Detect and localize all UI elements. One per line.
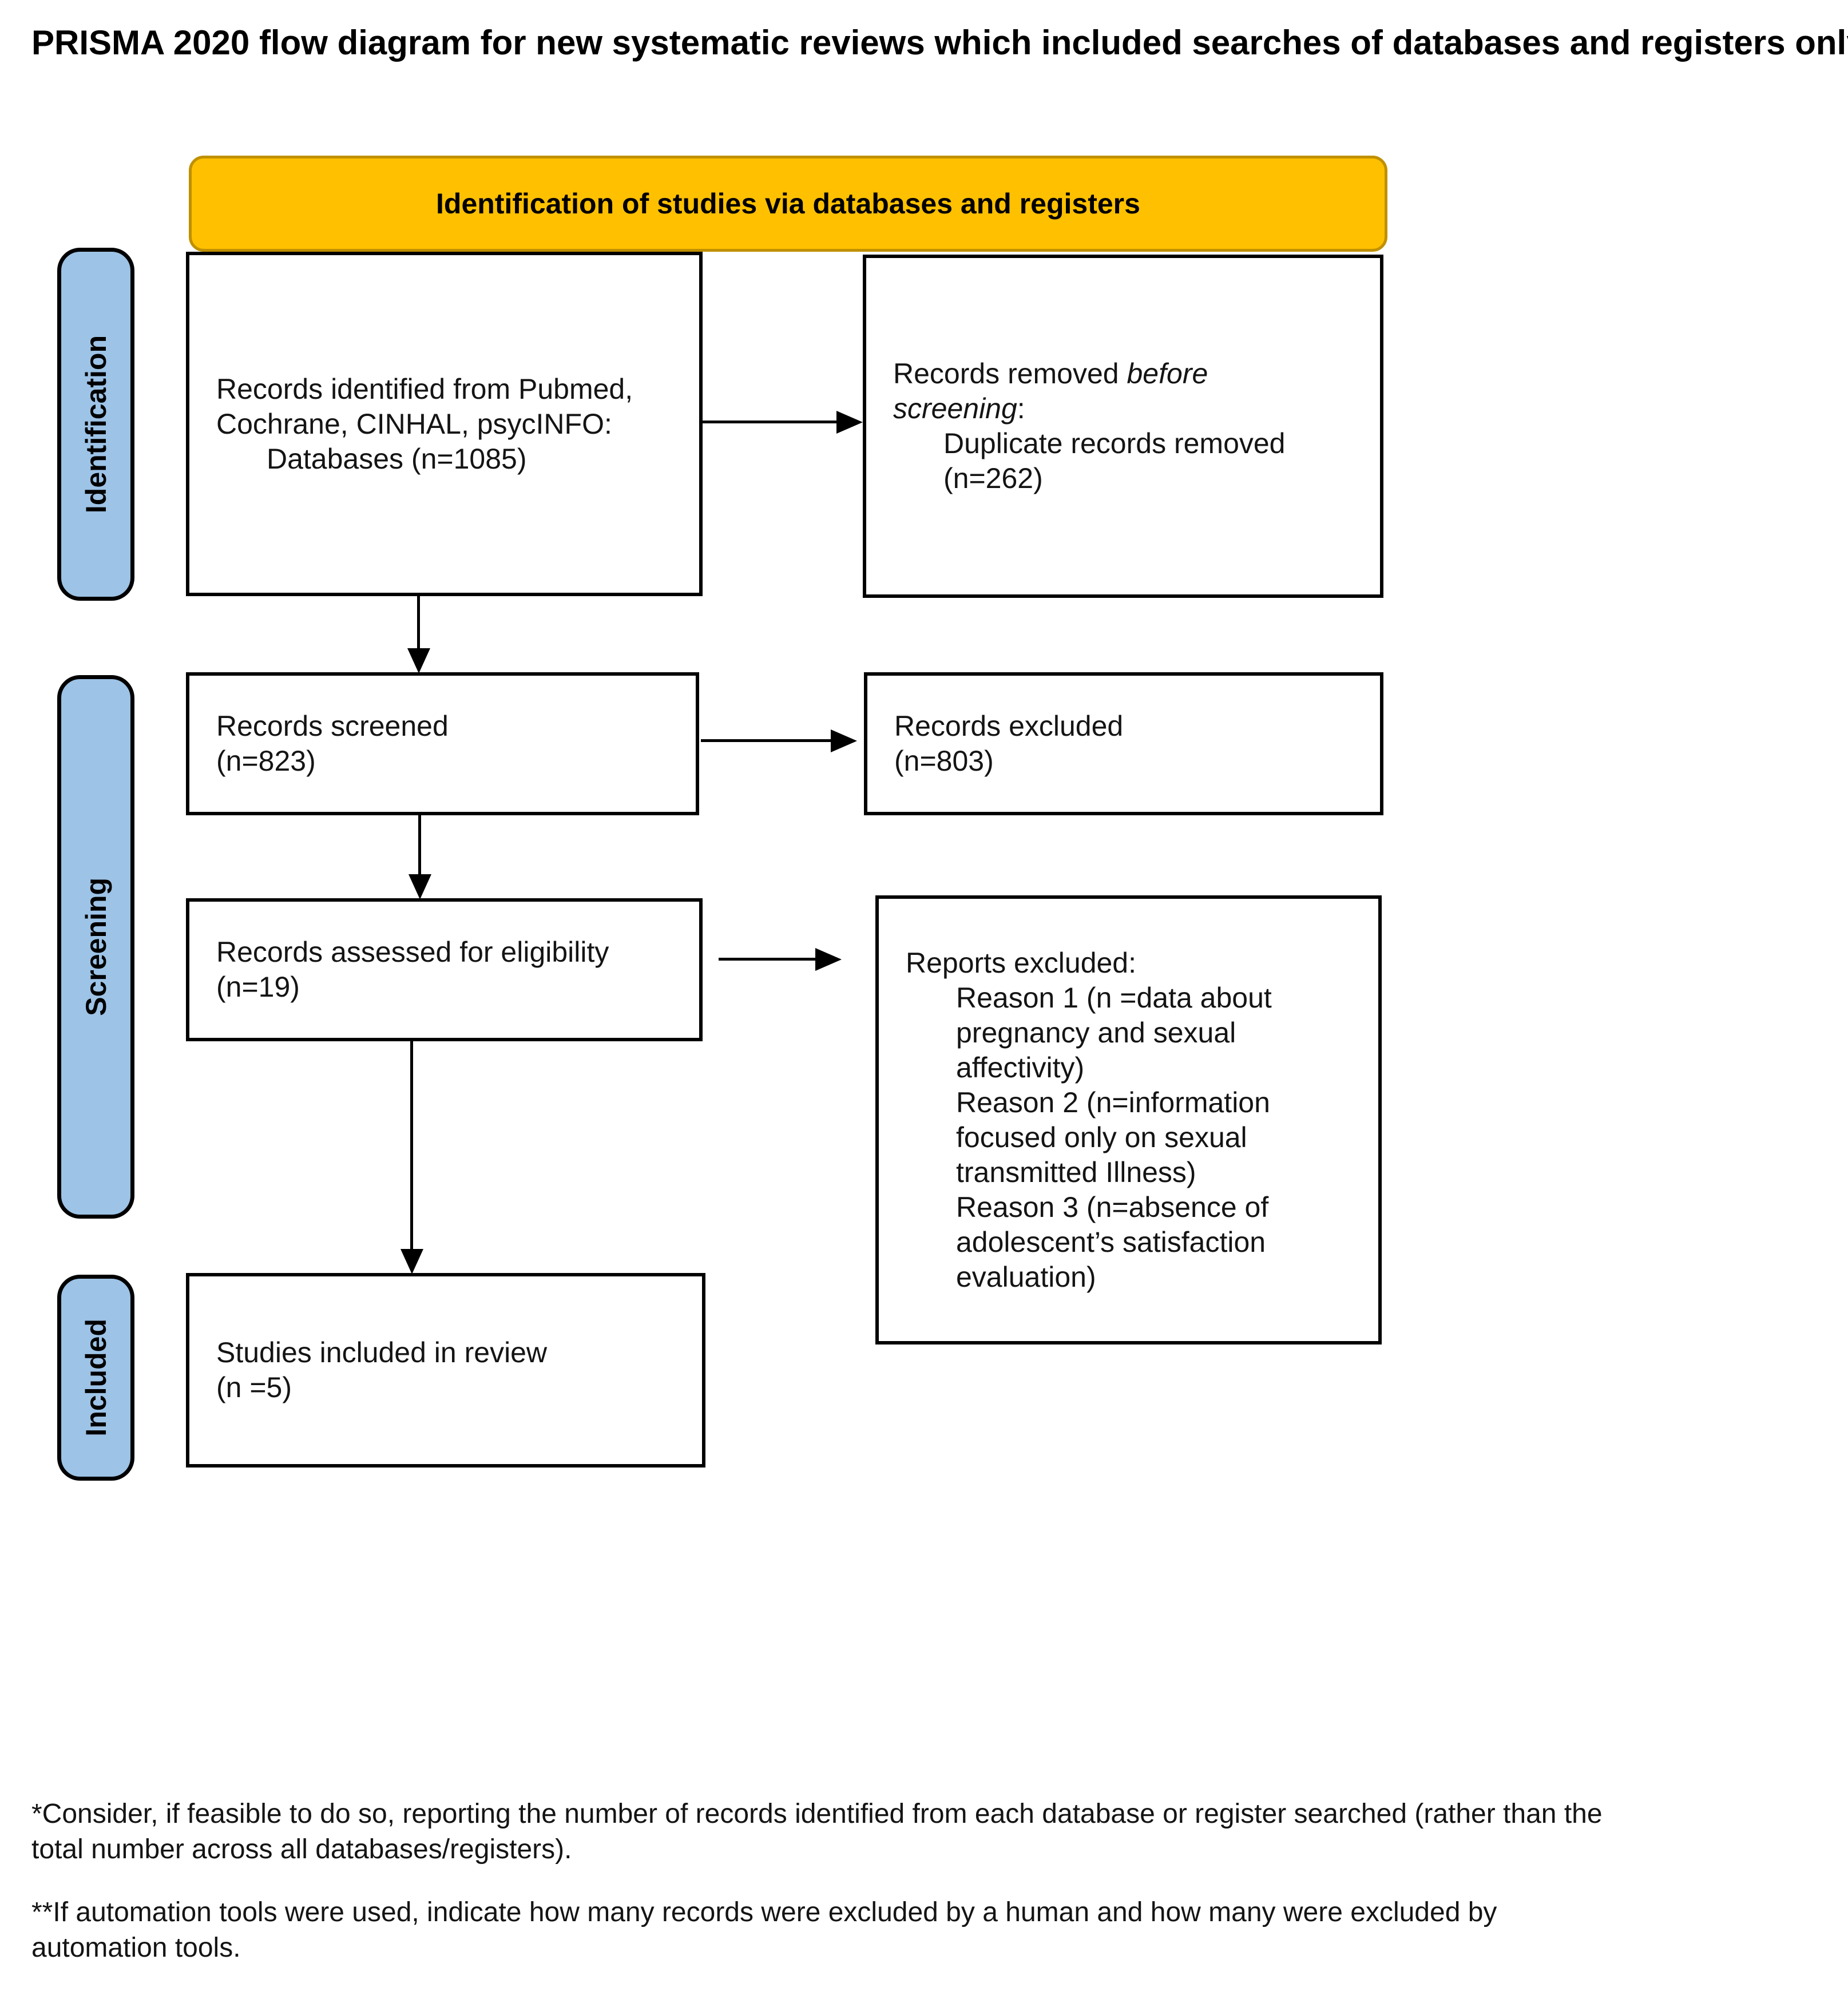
stage-label-identification: Identification bbox=[57, 248, 134, 601]
arrow-screened-to-excluded-head-icon bbox=[831, 729, 857, 752]
box-records-screened: Records screened(n=823) bbox=[186, 672, 699, 815]
stage-label-screening: Screening bbox=[57, 675, 134, 1219]
banner-identification-of-studies: Identification of studies via databases … bbox=[189, 156, 1387, 252]
footnote-automation-tools: **If automation tools were used, indicat… bbox=[31, 1897, 1497, 1963]
arrow-identified-to-screened-head-icon bbox=[407, 648, 430, 673]
arrow-identified-to-removed-head-icon bbox=[836, 411, 863, 434]
page-title: PRISMA 2020 flow diagram for new systema… bbox=[31, 23, 1848, 62]
box-studies-included: Studies included in review(n =5) bbox=[186, 1273, 705, 1468]
stage-label-included-text: Included bbox=[80, 1319, 112, 1437]
arrow-identified-to-screened-shaft bbox=[417, 596, 420, 649]
stage-label-screening-text: Screening bbox=[80, 878, 112, 1016]
box-records-excluded: Records excluded(n=803) bbox=[864, 672, 1383, 815]
banner-label: Identification of studies via databases … bbox=[436, 188, 1140, 220]
box-records-identified: Records identified from Pubmed,Cochrane,… bbox=[186, 252, 703, 596]
arrow-identified-to-removed-shaft bbox=[703, 421, 838, 423]
footnote-databases-registers: *Consider, if feasible to do so, reporti… bbox=[31, 1799, 1603, 1865]
stage-label-identification-text: Identification bbox=[80, 335, 112, 514]
arrow-assessed-to-included-head-icon bbox=[400, 1249, 423, 1274]
arrow-screened-to-assessed-shaft bbox=[418, 815, 421, 875]
arrow-screened-to-excluded-shaft bbox=[701, 739, 832, 742]
box-records-assessed: Records assessed for eligibility(n=19) bbox=[186, 898, 703, 1041]
box-reports-excluded: Reports excluded:Reason 1 (n =data about… bbox=[875, 895, 1382, 1344]
arrow-assessed-to-reports-excluded-head-icon bbox=[815, 948, 842, 971]
arrow-screened-to-assessed-head-icon bbox=[409, 874, 431, 899]
arrow-assessed-to-included-shaft bbox=[410, 1041, 413, 1250]
arrow-assessed-to-reports-excluded-shaft bbox=[719, 958, 816, 961]
stage-label-included: Included bbox=[57, 1275, 134, 1481]
